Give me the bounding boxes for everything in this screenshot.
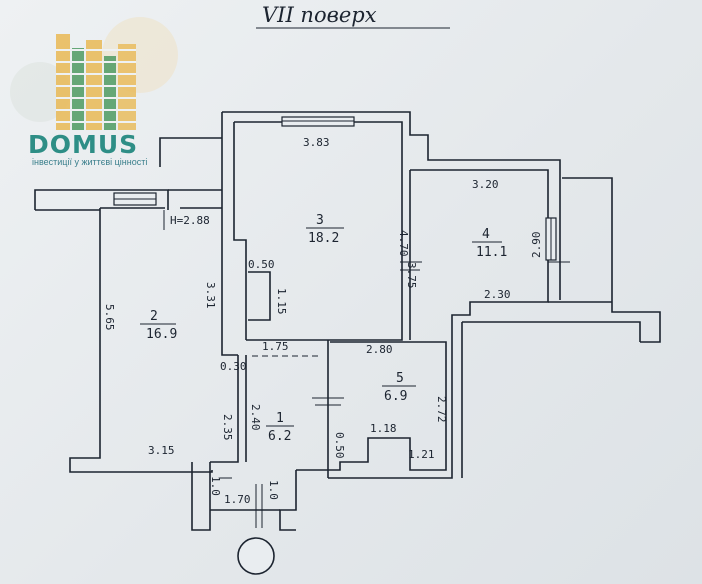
svg-text:4.70: 4.70 [397,230,410,257]
entrance-circle [237,537,275,575]
svg-text:1.70: 1.70 [224,493,251,506]
svg-text:1.0: 1.0 [267,480,280,500]
svg-text:1.75: 1.75 [262,340,289,353]
svg-text:2.30: 2.30 [484,288,511,301]
room-2-label: 2 16.9 [140,309,177,342]
svg-text:3.75: 3.75 [405,262,418,289]
windows [113,116,557,261]
room-3-label: 3 18.2 [306,213,344,246]
svg-text:5: 5 [396,371,404,386]
logo-tagline: інвестиції у життєві цінності [32,157,147,167]
room-5-label: 5 6.9 [382,371,416,404]
logo-name: DOMUS [28,130,138,159]
room-1-label: 1 6.2 [266,411,294,444]
svg-text:3.83: 3.83 [303,136,330,149]
svg-text:2.80: 2.80 [366,343,393,356]
svg-text:2.90: 2.90 [530,232,543,259]
svg-text:1.15: 1.15 [275,288,288,315]
svg-text:4: 4 [482,227,490,242]
door-marks [163,210,570,528]
floor-title: VII поверх [262,3,377,27]
svg-text:6.2: 6.2 [268,429,291,444]
svg-text:5.65: 5.65 [103,304,116,331]
svg-text:2.40: 2.40 [249,404,262,431]
svg-text:16.9: 16.9 [146,327,177,342]
svg-text:3: 3 [316,213,324,228]
building-icon [56,34,136,130]
svg-text:6.9: 6.9 [384,389,407,404]
svg-text:1.0: 1.0 [209,476,222,496]
domus-logo: DOMUS інвестиції у життєві цінності [10,17,178,167]
svg-text:11.1: 11.1 [476,245,507,260]
svg-text:1.21: 1.21 [408,448,435,461]
svg-text:2.35: 2.35 [221,414,234,441]
svg-text:3.15: 3.15 [148,444,175,457]
ceiling-height: Н=2.88 [170,214,210,227]
svg-text:0.50: 0.50 [333,432,346,459]
svg-text:0.50: 0.50 [248,258,275,271]
svg-text:1: 1 [276,411,284,426]
dimension-labels: 3.83 4.70 3.75 3.20 2.90 2.30 5.65 3.15 … [103,136,543,506]
svg-text:1.18: 1.18 [370,422,397,435]
svg-text:2: 2 [150,309,158,324]
svg-text:18.2: 18.2 [308,231,339,246]
svg-text:2.72: 2.72 [435,396,448,423]
svg-text:3.20: 3.20 [472,178,499,191]
svg-text:3.31: 3.31 [204,282,217,309]
room-4-label: 4 11.1 [472,227,507,260]
svg-text:0.30: 0.30 [220,360,247,373]
walls [34,111,661,531]
